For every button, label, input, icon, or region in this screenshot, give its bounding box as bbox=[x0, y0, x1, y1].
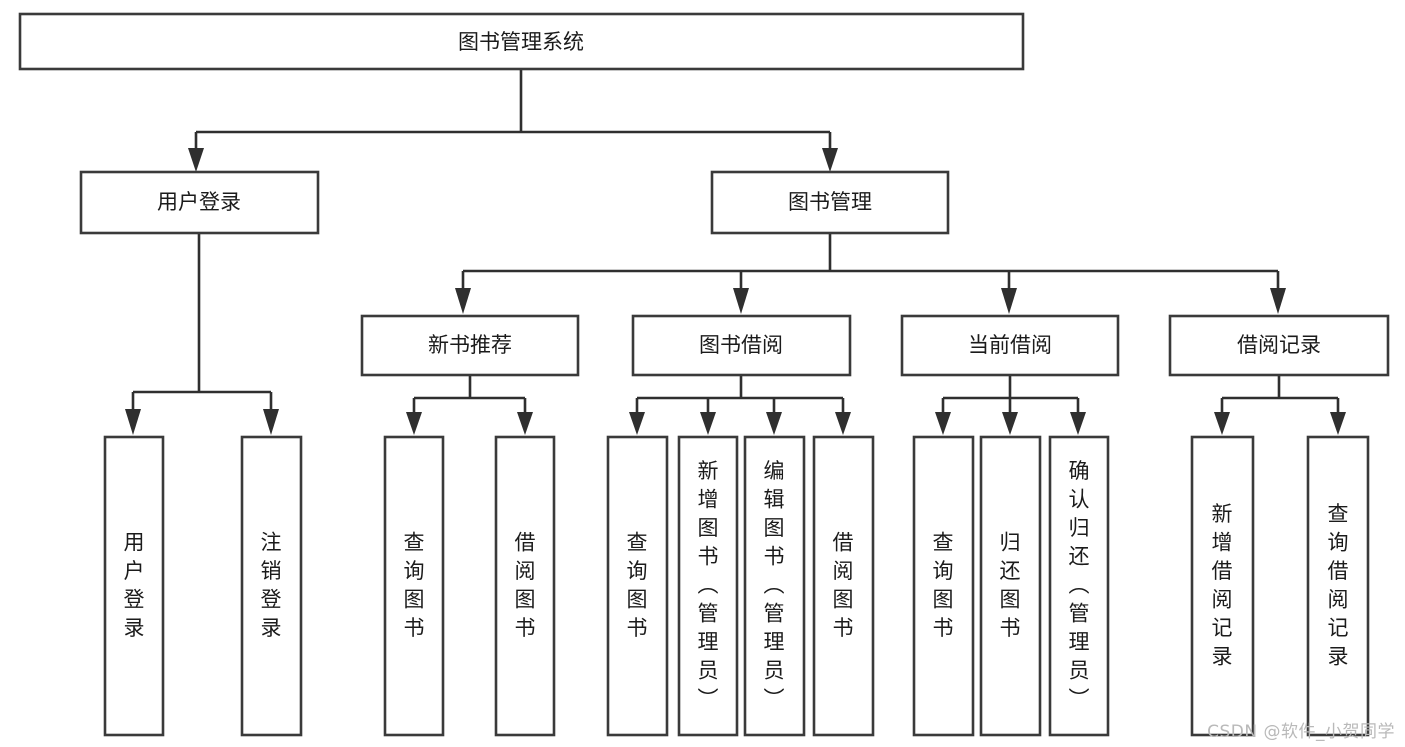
node-current-borrow-label: 当前借阅 bbox=[968, 333, 1052, 357]
leaf-current-borrow-2[interactable]: 确认归还︵管理员︶ bbox=[1048, 435, 1110, 737]
node-book-management-label: 图书管理 bbox=[788, 190, 872, 214]
leaf-current-borrow-0-box[interactable] bbox=[912, 435, 975, 737]
connector-book-mgmt-to-level3 bbox=[455, 233, 1286, 314]
node-root-system[interactable]: 图书管理系统 bbox=[18, 12, 1025, 71]
node-book-borrow-label: 图书借阅 bbox=[699, 333, 783, 357]
leaf-user-login-0-label: 用户登录 bbox=[124, 530, 145, 640]
node-book-borrow[interactable]: 图书借阅 bbox=[631, 314, 852, 377]
leaf-new-book-0-label: 查询图书 bbox=[404, 530, 425, 640]
leaf-current-borrow-2-box[interactable] bbox=[1048, 435, 1110, 737]
leaf-book-borrow-2[interactable]: 编辑图书︵管理员︶ bbox=[743, 435, 806, 737]
node-book-management-box[interactable] bbox=[710, 170, 950, 235]
node-user-login-label: 用户登录 bbox=[157, 190, 241, 214]
node-root-system-label: 图书管理系统 bbox=[458, 30, 584, 54]
node-new-book-recommend-label: 新书推荐 bbox=[428, 333, 512, 357]
leaf-new-book-0-box[interactable] bbox=[383, 435, 445, 737]
node-new-book-recommend[interactable]: 新书推荐 bbox=[360, 314, 580, 377]
leaf-borrow-record-0-label: 新增借阅记录 bbox=[1212, 502, 1233, 669]
leaf-borrow-record-0[interactable]: 新增借阅记录 bbox=[1190, 435, 1255, 737]
leaf-user-login-1[interactable]: 注销登录 bbox=[240, 435, 303, 737]
leaf-current-borrow-0[interactable]: 查询图书 bbox=[912, 435, 975, 737]
node-root-system-box[interactable] bbox=[18, 12, 1025, 71]
leaf-book-borrow-3-label: 借阅图书 bbox=[833, 530, 854, 640]
connector-newbook-to-leaves bbox=[406, 375, 533, 435]
leaf-borrow-record-1[interactable]: 查询借阅记录 bbox=[1306, 435, 1370, 737]
leaf-new-book-1-box[interactable] bbox=[494, 435, 556, 737]
connector-user-login-to-leaves bbox=[125, 233, 279, 435]
node-current-borrow-box[interactable] bbox=[900, 314, 1120, 377]
leaf-new-book-1[interactable]: 借阅图书 bbox=[494, 435, 556, 737]
leaf-current-borrow-0-label: 查询图书 bbox=[933, 530, 954, 640]
leaf-book-borrow-1[interactable]: 新增图书︵管理员︶ bbox=[677, 435, 739, 737]
node-new-book-recommend-box[interactable] bbox=[360, 314, 580, 377]
leaf-book-borrow-1-label: 新增图书︵管理员︶ bbox=[698, 459, 719, 711]
node-borrow-record[interactable]: 借阅记录 bbox=[1168, 314, 1390, 377]
leaf-book-borrow-3-box[interactable] bbox=[812, 435, 875, 737]
node-book-management[interactable]: 图书管理 bbox=[710, 170, 950, 235]
leaf-book-borrow-0[interactable]: 查询图书 bbox=[606, 435, 669, 737]
node-user-login-box[interactable] bbox=[79, 170, 320, 235]
connector-borrowrecord-to-leaves bbox=[1214, 375, 1346, 435]
leaf-user-login-1-box[interactable] bbox=[240, 435, 303, 737]
leaf-new-book-0[interactable]: 查询图书 bbox=[383, 435, 445, 737]
leaf-book-borrow-2-box[interactable] bbox=[743, 435, 806, 737]
leaf-current-borrow-1-label: 归还图书 bbox=[1000, 530, 1021, 640]
leaf-user-login-0[interactable]: 用户登录 bbox=[103, 435, 165, 737]
leaf-current-borrow-1-box[interactable] bbox=[979, 435, 1042, 737]
connector-currentborrow-to-leaves bbox=[935, 375, 1086, 435]
leaf-current-borrow-1[interactable]: 归还图书 bbox=[979, 435, 1042, 737]
leaf-book-borrow-3[interactable]: 借阅图书 bbox=[812, 435, 875, 737]
leaf-book-borrow-2-label: 编辑图书︵管理员︶ bbox=[764, 459, 785, 711]
leaf-new-book-1-label: 借阅图书 bbox=[515, 530, 536, 640]
node-borrow-record-label: 借阅记录 bbox=[1237, 333, 1321, 357]
node-book-borrow-box[interactable] bbox=[631, 314, 852, 377]
node-borrow-record-box[interactable] bbox=[1168, 314, 1390, 377]
node-current-borrow[interactable]: 当前借阅 bbox=[900, 314, 1120, 377]
leaf-user-login-1-label: 注销登录 bbox=[261, 530, 282, 640]
leaf-current-borrow-2-label: 确认归还︵管理员︶ bbox=[1069, 459, 1090, 711]
leaf-book-borrow-0-box[interactable] bbox=[606, 435, 669, 737]
node-user-login[interactable]: 用户登录 bbox=[79, 170, 320, 235]
leaf-book-borrow-0-label: 查询图书 bbox=[627, 530, 648, 640]
connector-bookborrow-to-leaves bbox=[629, 375, 851, 435]
connector-root-to-level2 bbox=[188, 69, 838, 172]
leaf-book-borrow-1-box[interactable] bbox=[677, 435, 739, 737]
leaf-borrow-record-0-box[interactable] bbox=[1190, 435, 1255, 737]
leaf-user-login-0-box[interactable] bbox=[103, 435, 165, 737]
leaf-borrow-record-1-label: 查询借阅记录 bbox=[1328, 502, 1349, 669]
leaf-borrow-record-1-box[interactable] bbox=[1306, 435, 1370, 737]
